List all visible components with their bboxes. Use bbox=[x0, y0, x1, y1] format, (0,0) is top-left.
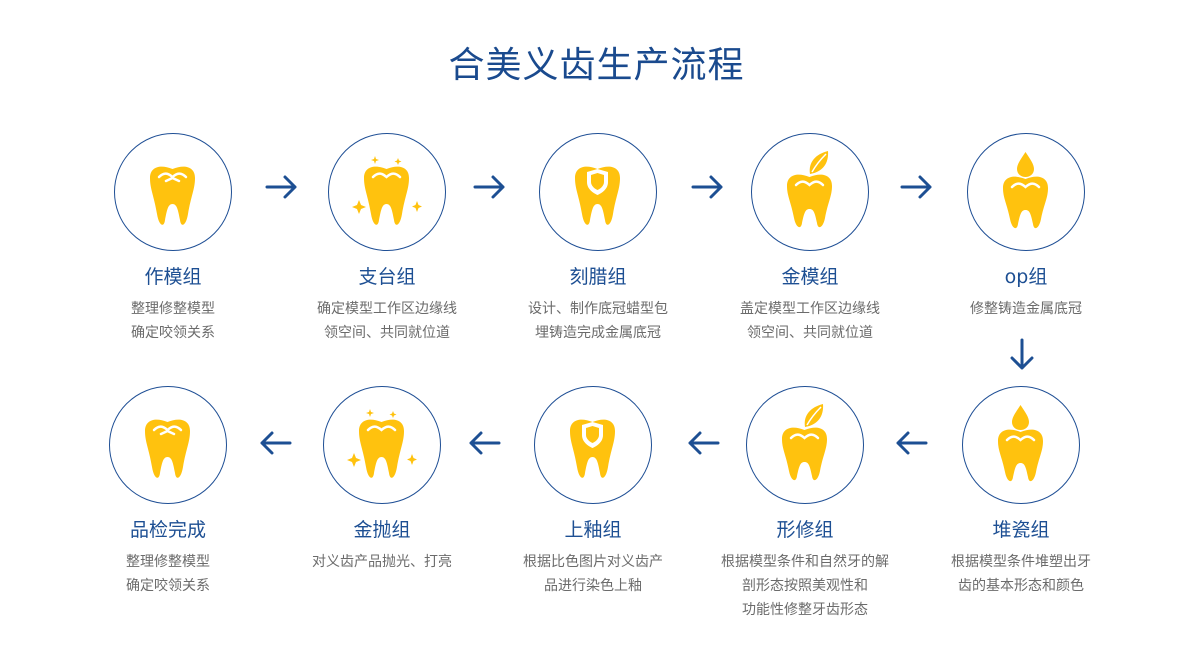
step-desc: 对义齿产品抛光、打亮 bbox=[272, 550, 492, 574]
desc-line: 功能性修整牙齿形态 bbox=[742, 602, 868, 618]
step-circle bbox=[751, 133, 869, 251]
step-name: 支台组 bbox=[358, 266, 416, 288]
desc-line: 齿的基本形态和颜色 bbox=[958, 578, 1084, 594]
step-circle bbox=[534, 386, 652, 504]
desc-line: 根据模型条件和自然牙的解 bbox=[721, 554, 889, 570]
desc-line: 确定模型工作区边缘线 bbox=[317, 301, 457, 317]
step-1: 作模组 整理修整模型 确定咬领关系 bbox=[63, 133, 283, 345]
arrow-right bbox=[472, 172, 508, 202]
arrow-left bbox=[466, 428, 502, 458]
tooth-sparkle-icon bbox=[352, 156, 422, 225]
step-6: 堆瓷组 根据模型条件堆塑出牙 齿的基本形态和颜色 bbox=[911, 386, 1131, 598]
arrow-right bbox=[264, 172, 300, 202]
desc-line: 对义齿产品抛光、打亮 bbox=[312, 554, 452, 570]
tooth-drop-icon bbox=[998, 405, 1043, 482]
step-desc: 修整铸造金属底冠 bbox=[916, 297, 1136, 321]
step-3: 刻腊组 设计、制作底冠蜡型包 埋铸造完成金属底冠 bbox=[488, 133, 708, 345]
step-name: 作模组 bbox=[144, 266, 202, 288]
tooth-icon bbox=[150, 166, 195, 225]
step-circle bbox=[109, 386, 227, 504]
desc-line: 修整铸造金属底冠 bbox=[970, 301, 1082, 317]
arrow-right bbox=[690, 172, 726, 202]
desc-line: 整理修整模型 bbox=[126, 554, 210, 570]
step-name: 形修组 bbox=[776, 519, 834, 541]
desc-line: 设计、制作底冠蜡型包 bbox=[528, 301, 668, 317]
step-desc: 整理修整模型 确定咬领关系 bbox=[58, 550, 278, 598]
tooth-leaf-icon bbox=[787, 151, 832, 228]
step-circle bbox=[967, 133, 1085, 251]
step-name: 品检完成 bbox=[129, 519, 206, 541]
step-circle bbox=[539, 133, 657, 251]
step-name: 金模组 bbox=[781, 266, 839, 288]
step-circle bbox=[114, 133, 232, 251]
arrow-down bbox=[1007, 337, 1037, 373]
desc-line: 剖形态按照美观性和 bbox=[742, 578, 868, 594]
step-name: 上釉组 bbox=[564, 519, 622, 541]
step-5: op组 修整铸造金属底冠 bbox=[916, 133, 1136, 321]
step-name: 金抛组 bbox=[353, 519, 411, 541]
desc-line: 根据模型条件堆塑出牙 bbox=[951, 554, 1091, 570]
arrow-left bbox=[685, 428, 721, 458]
step-name: op组 bbox=[1004, 266, 1048, 288]
page-title: 合美义齿生产流程 bbox=[448, 45, 745, 86]
step-desc: 设计、制作底冠蜡型包 埋铸造完成金属底冠 bbox=[488, 297, 708, 345]
desc-line: 领空间、共同就位道 bbox=[324, 325, 450, 341]
step-10: 品检完成 整理修整模型 确定咬领关系 bbox=[58, 386, 278, 598]
step-2: 支台组 确定模型工作区边缘线 领空间、共同就位道 bbox=[277, 133, 497, 345]
desc-line: 根据比色图片对义齿产 bbox=[523, 554, 663, 570]
tooth-leaf-icon bbox=[782, 404, 827, 481]
step-desc: 根据比色图片对义齿产 品进行染色上釉 bbox=[483, 550, 703, 598]
step-name: 堆瓷组 bbox=[992, 519, 1050, 541]
step-circle bbox=[746, 386, 864, 504]
desc-line: 整理修整模型 bbox=[131, 301, 215, 317]
arrow-left bbox=[893, 428, 929, 458]
step-4: 金模组 盖定模型工作区边缘线 领空间、共同就位道 bbox=[700, 133, 920, 345]
desc-line: 品进行染色上釉 bbox=[544, 578, 642, 594]
step-circle bbox=[328, 133, 446, 251]
desc-line: 埋铸造完成金属底冠 bbox=[535, 325, 661, 341]
step-circle bbox=[962, 386, 1080, 504]
step-9: 金抛组 对义齿产品抛光、打亮 bbox=[272, 386, 492, 574]
step-name: 刻腊组 bbox=[569, 266, 627, 288]
tooth-sparkle-icon bbox=[347, 409, 417, 478]
step-desc: 根据模型条件堆塑出牙 齿的基本形态和颜色 bbox=[911, 550, 1131, 598]
step-7: 形修组 根据模型条件和自然牙的解 剖形态按照美观性和 功能性修整牙齿形态 bbox=[695, 386, 915, 622]
tooth-drop-icon bbox=[1003, 152, 1048, 229]
step-circle bbox=[323, 386, 441, 504]
arrow-right bbox=[899, 172, 935, 202]
step-desc: 根据模型条件和自然牙的解 剖形态按照美观性和 功能性修整牙齿形态 bbox=[695, 550, 915, 622]
desc-line: 确定咬领关系 bbox=[126, 578, 210, 594]
step-desc: 整理修整模型 确定咬领关系 bbox=[63, 297, 283, 345]
desc-line: 领空间、共同就位道 bbox=[747, 325, 873, 341]
desc-line: 确定咬领关系 bbox=[131, 325, 215, 341]
tooth-icon bbox=[145, 419, 190, 478]
arrow-left bbox=[257, 428, 293, 458]
tooth-shield-icon bbox=[575, 166, 620, 225]
desc-line: 盖定模型工作区边缘线 bbox=[740, 301, 880, 317]
step-8: 上釉组 根据比色图片对义齿产 品进行染色上釉 bbox=[483, 386, 703, 598]
step-desc: 盖定模型工作区边缘线 领空间、共同就位道 bbox=[700, 297, 920, 345]
step-desc: 确定模型工作区边缘线 领空间、共同就位道 bbox=[277, 297, 497, 345]
tooth-shield-icon bbox=[570, 419, 615, 478]
